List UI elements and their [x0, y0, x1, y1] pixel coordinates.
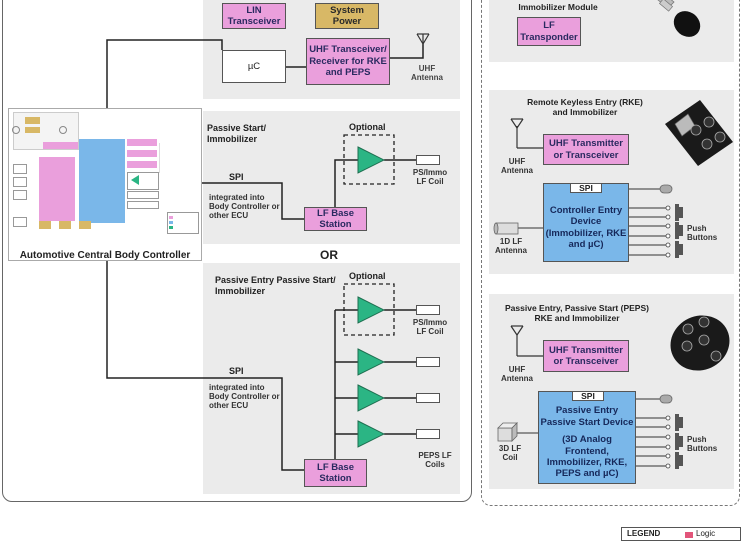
uhf-transmitter-box-rke: UHF Transmitter or Transceiver — [543, 134, 629, 165]
acbc-label: Automotive Central Body Controller — [19, 250, 191, 261]
controller-entry-device-box: Controller Entry Device (Immobilizer, RK… — [543, 183, 629, 262]
integrated-label-1: integrated into Body Controller or other… — [209, 193, 280, 221]
ps-coil-label-2: PS/Immo LF Coil — [412, 318, 448, 337]
peps-title: Passive Entry, Passive Start (PEPS) RKE … — [505, 303, 649, 324]
lf-1d-antenna-label: 1D LF Antenna — [495, 237, 527, 256]
push-button-icon — [675, 204, 679, 221]
peps-device-title: Passive Entry Passive Start Device — [540, 405, 634, 428]
right-frame — [481, 0, 740, 506]
legend-box: LEGEND Logic — [621, 527, 741, 541]
uhf-antenna-rke-icon — [510, 118, 543, 149]
rke-fob-icon — [665, 100, 733, 166]
immobilizer-module-title: Immobilizer Module — [518, 2, 598, 12]
uhf-antenna-label: UHF Antenna — [411, 64, 443, 83]
uhf-antenna-label-peps: UHF Antenna — [501, 365, 533, 384]
peps-coil-1 — [416, 357, 440, 367]
optional-label-1: Optional — [349, 122, 386, 132]
led-peps — [659, 394, 673, 404]
optional-label-2: Optional — [349, 271, 386, 281]
peps-device-subtitle: (3D Analog Frontend, Immobilizer, RKE, P… — [546, 434, 628, 480]
amplifier-ps — [357, 146, 386, 174]
spi-label-1: SPI — [229, 172, 244, 182]
lf-3d-coil-label: 3D LF Coil — [498, 444, 522, 463]
uhf-transmitter-box-peps: UHF Transmitter or Transceiver — [543, 340, 629, 372]
peps-coil-3 — [416, 429, 440, 439]
integrated-label-2: integrated into Body Controller or other… — [209, 383, 280, 411]
ps-coil-1 — [416, 155, 440, 165]
lf-base-station-box-2: LF Base Station — [304, 459, 367, 487]
lf-transponder-box: LF Transponder — [517, 17, 581, 46]
led-rke — [659, 184, 673, 194]
uhf-antenna-peps-icon — [510, 325, 543, 357]
amplifier-pe-2 — [357, 348, 386, 376]
lf-3d-coil-icon — [497, 422, 518, 442]
push-buttons-label-peps: Push Buttons — [687, 435, 718, 454]
ps-coil-2 — [416, 305, 440, 315]
peps-device-box: Passive Entry Passive Start Device (3D A… — [538, 391, 636, 484]
acbc-thumbnail — [8, 108, 202, 261]
or-label: OR — [320, 248, 338, 262]
passive-start-title: Passive Start/ Immobilizer — [207, 123, 267, 144]
lf-base-station-box-1: LF Base Station — [304, 207, 367, 231]
ps-coil-label-1: PS/Immo LF Coil — [412, 168, 448, 187]
spi-label-2: SPI — [229, 366, 244, 376]
legend-logic-swatch — [685, 532, 693, 538]
amplifier-pe-1 — [357, 296, 386, 324]
car-key-icon — [657, 0, 701, 37]
uc-box: µC — [222, 50, 286, 83]
rke-title: Remote Keyless Entry (RKE) and Immobiliz… — [527, 97, 643, 118]
legend-logic-label: Logic — [696, 529, 716, 538]
system-power-box: System Power — [315, 3, 379, 29]
spi-tag-rke: SPI — [570, 183, 602, 193]
push-buttons-label-rke: Push Buttons — [687, 224, 718, 243]
controller-entry-device-label: Controller Entry Device (Immobilizer, RK… — [545, 204, 627, 250]
spi-tag-peps: SPI — [572, 391, 604, 401]
lin-transceiver-box: LIN Transceiver — [222, 3, 286, 29]
uhf-transceiver-box: UHF Transceiver/ Receiver for RKE and PE… — [306, 38, 390, 85]
peps-fob-icon — [670, 315, 730, 371]
lf-1d-antenna-icon — [493, 222, 519, 235]
amplifier-pe-3 — [357, 384, 386, 412]
legend-title: LEGEND — [627, 529, 661, 538]
left-frame — [2, 0, 472, 502]
peps-coil-2 — [416, 393, 440, 403]
peps-coils-label: PEPS LF Coils — [418, 451, 452, 470]
uhf-antenna-icon — [416, 33, 430, 46]
passive-entry-title: Passive Entry Passive Start/ Immobilizer — [215, 275, 336, 296]
uhf-antenna-label-rke: UHF Antenna — [501, 157, 533, 176]
amplifier-pe-4 — [357, 420, 386, 448]
